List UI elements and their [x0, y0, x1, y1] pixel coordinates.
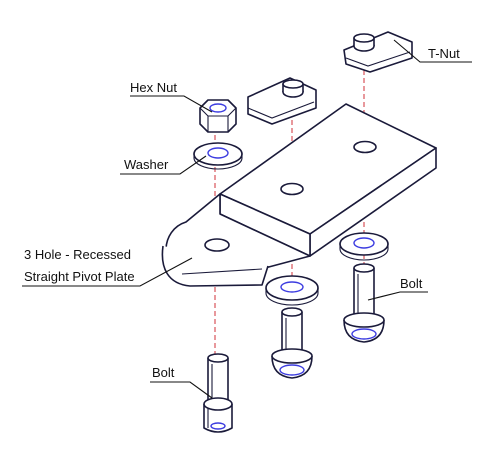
plate-hole-3 — [353, 140, 377, 154]
leader-bolt-left — [150, 381, 213, 399]
label-washer: Washer — [124, 157, 169, 172]
label-bolt-right: Bolt — [400, 276, 423, 291]
bolt-middle — [271, 307, 313, 379]
leader-washer — [120, 155, 207, 175]
label-hex-nut: Hex Nut — [130, 80, 177, 95]
leader-hex-nut — [130, 95, 213, 113]
label-t-nut: T-Nut — [428, 46, 460, 61]
washer-middle — [265, 275, 319, 306]
washer-right — [339, 232, 389, 261]
label-bolt-left: Bolt — [152, 365, 175, 380]
t-nut-middle — [247, 77, 317, 125]
bolt-left — [203, 353, 233, 433]
leader-plate — [22, 257, 193, 287]
bolt-right — [343, 263, 385, 343]
leader-t-nut — [393, 39, 472, 63]
plate-hole-2 — [280, 182, 304, 196]
label-plate-line1: 3 Hole - Recessed — [24, 247, 131, 262]
t-nut-top — [343, 31, 413, 73]
hex-nut — [199, 99, 237, 133]
washer-top — [193, 142, 243, 170]
pivot-plate — [161, 103, 437, 287]
plate-hole-1 — [204, 238, 230, 252]
label-plate-line2: Straight Pivot Plate — [24, 269, 135, 284]
leader-bolt-right — [367, 291, 428, 301]
